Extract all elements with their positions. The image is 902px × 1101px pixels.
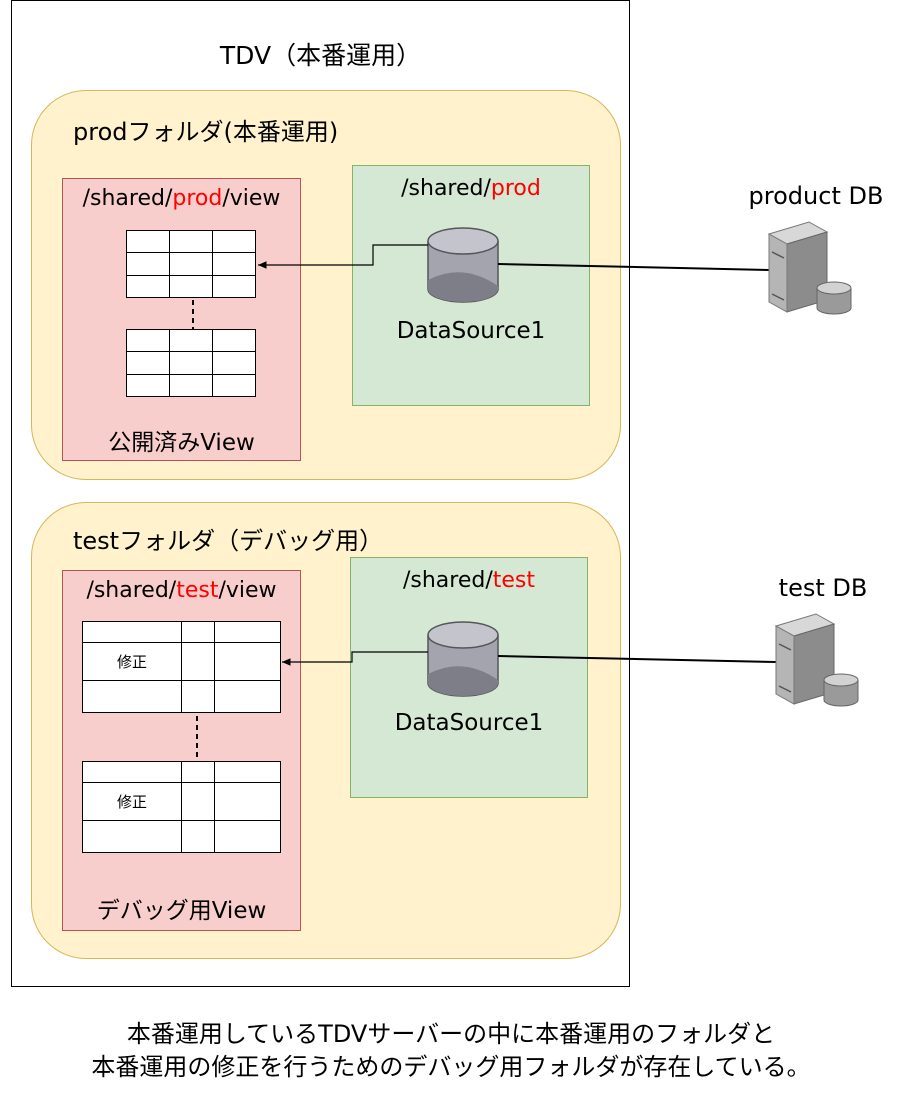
prod-view-path: /shared/prod/view — [82, 186, 281, 211]
prod-view-table-1 — [126, 229, 256, 299]
test-db-server-icon — [774, 613, 859, 707]
prod-source-path: /shared/prod — [401, 176, 541, 201]
prod-view-path-highlight: prod — [172, 186, 223, 211]
prod-folder-title: prodフォルダ(本番運用) — [73, 118, 339, 146]
prod-source-path-highlight: prod — [490, 176, 541, 201]
prod-database-cylinder-icon — [427, 227, 499, 303]
test-source-path-highlight: test — [492, 568, 536, 593]
caption-line-1: 本番運用しているTDVサーバーの中に本番運用のフォルダと — [126, 1020, 776, 1048]
prod-source-box — [352, 165, 590, 406]
test-datasource-to-db-line — [497, 655, 777, 663]
caption-line-2: 本番運用の修正を行うためのデバッグ用フォルダが存在している。 — [91, 1053, 811, 1081]
test-folder-title: testフォルダ（デバッグ用） — [73, 527, 384, 555]
prod-datasource-label: DataSource1 — [396, 318, 546, 344]
test-datasource-to-view-arrow — [282, 651, 428, 666]
test-table-2-cell-fix: 修正 — [82, 782, 182, 821]
product-db-server-icon — [767, 221, 852, 315]
prod-datasource-to-db-line — [497, 263, 770, 271]
test-view-path-highlight: test — [176, 578, 219, 603]
test-view-table-1: 修正 — [82, 621, 281, 713]
test-source-path: /shared/test — [402, 568, 536, 593]
prod-view-table-2 — [126, 328, 256, 398]
test-database-cylinder-icon — [427, 621, 499, 697]
prod-datasource-to-view-arrow — [258, 244, 428, 269]
prod-view-box — [62, 178, 301, 461]
prod-view-label: 公開済みView — [108, 430, 255, 456]
test-view-label: デバッグ用View — [96, 898, 267, 924]
test-view-table-2: 修正 — [82, 761, 281, 853]
test-source-box — [350, 557, 588, 798]
test-view-path: /shared/test/view — [86, 578, 277, 603]
test-datasource-label: DataSource1 — [394, 710, 544, 736]
caption: 本番運用しているTDVサーバーの中に本番運用のフォルダと 本番運用の修正を行うた… — [0, 1018, 902, 1084]
prod-db-label: product DB — [748, 182, 884, 210]
tdv-title: TDV（本番運用） — [219, 41, 422, 70]
test-db-label: test DB — [778, 574, 868, 602]
